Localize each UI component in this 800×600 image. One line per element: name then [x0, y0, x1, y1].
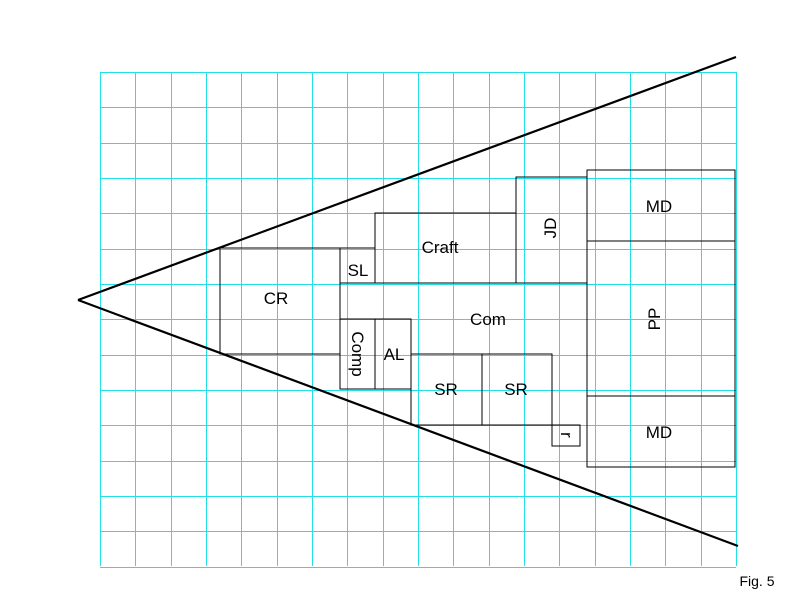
label-sr-right: SR: [504, 380, 528, 399]
label-com: Com: [470, 310, 506, 329]
label-md-bottom: MD: [646, 423, 672, 442]
label-r: r: [557, 432, 576, 438]
label-md-top: MD: [646, 197, 672, 216]
label-sl: SL: [348, 261, 369, 280]
figure-caption: Fig. 5: [739, 573, 774, 589]
label-al: AL: [384, 345, 405, 364]
wedge: [77, 55, 739, 548]
label-cr: CR: [264, 289, 289, 308]
label-craft: Craft: [422, 238, 459, 257]
background-grid: [100, 72, 737, 568]
label-sr-left: SR: [434, 380, 458, 399]
region-labels: MD JD Craft SL CR Com PP Comp AL SR SR r…: [264, 197, 673, 442]
label-pp: PP: [645, 308, 664, 331]
wedge-lower-line: [77, 298, 739, 548]
r-box: [551, 424, 581, 447]
label-comp: Comp: [348, 331, 367, 376]
md-bottom-box: [586, 395, 736, 468]
wedge-upper-line: [77, 55, 737, 302]
region-boxes: [219, 169, 736, 468]
label-jd: JD: [541, 218, 560, 239]
